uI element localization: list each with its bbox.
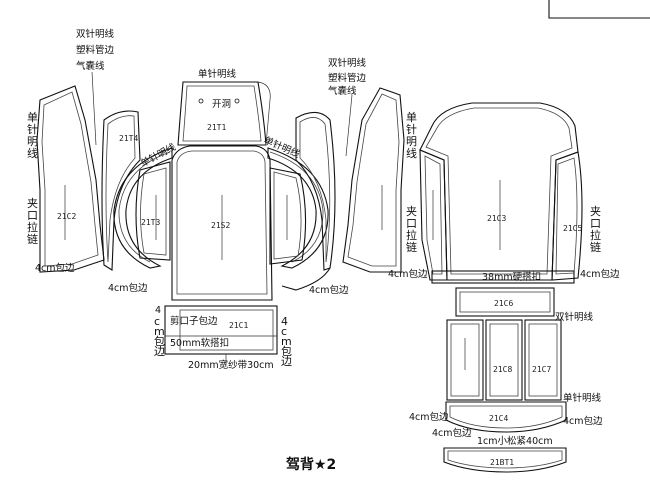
piece-21t1-outline [177, 81, 267, 146]
hard-velcro-strip [431, 270, 575, 284]
right-edge-binding-far: 4cm包边 [580, 268, 620, 280]
piece-right-tall-inner [347, 93, 400, 267]
piece-21t4-inner [105, 115, 136, 263]
elastic-label: 1cm小松紧40cm [477, 435, 553, 447]
piece-21c6-inner [459, 291, 551, 313]
piece-21c5-inner [555, 157, 578, 275]
piece-21c5-outline [551, 151, 583, 281]
right-single-stitch: 单针明线 [563, 392, 602, 404]
piece-21c4-code: 21C4 [489, 414, 508, 423]
left-arc-band-inner [118, 151, 171, 263]
piece-21c8-code: 21C8 [493, 365, 512, 374]
piece-21t3-inner [140, 167, 167, 256]
strap-label: 20mm宽纱带30cm [188, 359, 274, 371]
piece-21c4-inner [449, 405, 563, 429]
bottom-bind-bottom: 4cm包边 [432, 427, 472, 439]
right-label-airbag: 气囊线 [328, 85, 357, 97]
piece-right-curve-tail [281, 267, 331, 291]
piece-21c3-outline [419, 102, 579, 281]
pocket-left-number: 4 [155, 305, 161, 316]
right-zipper-vertical-far: 夹口拉链 [590, 205, 601, 254]
hole-marker-right [234, 98, 240, 104]
right-edge-binding: 4cm包边 [388, 268, 428, 280]
right-single-needle-vertical: 单针明线 [406, 111, 417, 160]
piece-21bt1-outline [443, 447, 567, 473]
piece-21t1-right-cut [257, 81, 271, 146]
bottom-bind-right: 4cm包边 [563, 415, 603, 427]
center-single-needle-top: 单针明线 [198, 68, 237, 80]
piece-21c7-inner [528, 323, 558, 397]
left-side-panel-inner [424, 155, 443, 275]
piece-21bt1-inner [447, 450, 563, 469]
left-zipper-vertical: 夹口拉链 [27, 197, 38, 246]
left-edge-binding-2: 4cm包边 [108, 282, 148, 294]
piece-21c6-outline [455, 287, 555, 317]
left-edge-binding: 4cm包边 [35, 262, 75, 274]
left-side-panel-outline [419, 149, 448, 281]
pocket-binding-label: 剪口子包边 [170, 315, 218, 327]
piece-21c3-code: 21C3 [487, 214, 506, 223]
piece-21c5-code: 21C5 [563, 224, 582, 233]
center-right-piece-inner [273, 171, 302, 260]
piece-21c2-code: 21C2 [57, 212, 76, 221]
piece-21c3-inner [425, 107, 573, 275]
top-right-frame [548, 0, 650, 19]
pocket-left-outline [446, 319, 484, 401]
leader-right-double [345, 94, 353, 157]
piece-21t1-code: 21T1 [207, 123, 226, 132]
piece-21c8-inner [489, 323, 519, 397]
piece-21c2-inner [41, 91, 99, 267]
right-double-stitch: 双针明线 [555, 311, 594, 323]
piece-21c7-outline [524, 319, 562, 401]
piece-21t4-code: 21T4 [119, 134, 138, 143]
bottom-bind-left: 4cm包边 [409, 411, 449, 423]
hole-marker-left [198, 98, 204, 104]
piece-21t4-outline [101, 110, 141, 271]
left-label-airbag: 气囊线 [76, 60, 105, 72]
center-hole: 开洞 [212, 99, 231, 110]
piece-21c8-outline [485, 319, 523, 401]
piece-21c1-outline [164, 305, 278, 355]
center-right-piece-outline [269, 167, 307, 265]
piece-21c1-code: 21C1 [229, 321, 248, 330]
right-arc-band-inner [269, 151, 324, 263]
pocket-left-inner [450, 323, 480, 397]
diagram-title: 驾背★2 [285, 456, 336, 473]
right-label-double-stitch: 双针明线 [328, 57, 367, 69]
piece-21s2-code: 21S2 [211, 221, 230, 230]
piece-right-tall-outline [342, 87, 405, 273]
leader-left-double [91, 71, 97, 146]
hard-velcro-label: 38mm硬搭扣 [482, 271, 541, 283]
piece-21c4-outline [445, 401, 567, 433]
piece-right-curve-inner [299, 117, 331, 263]
piece-21c7-code: 21C7 [532, 365, 551, 374]
right-arc-band-outer [267, 147, 329, 269]
left-arc-band-outer [113, 147, 173, 269]
center-right-edge-binding: 4cm包边 [309, 284, 349, 296]
piece-21c1-inner [179, 309, 274, 351]
left-label-double-stitch: 双针明线 [76, 28, 115, 40]
right-zipper-vertical: 夹口拉链 [406, 205, 417, 254]
piece-21t3-outline [135, 161, 171, 261]
piece-21bt1-code: 21BT1 [490, 458, 514, 467]
piece-21c6-code: 21C6 [494, 299, 513, 308]
piece-21s2-outline [171, 145, 273, 301]
piece-21t3-code: 21T3 [141, 218, 160, 227]
piece-21t1-inner [182, 85, 262, 142]
velcro-label: 50mm软搭扣 [170, 337, 229, 349]
left-single-needle-vertical: 单针明线 [27, 111, 38, 160]
piece-right-curve-outline [295, 111, 336, 271]
right-label-plastic-pipe: 塑料管边 [328, 72, 367, 84]
left-label-plastic-pipe: 塑料管边 [76, 44, 115, 56]
piece-21s2-inner [176, 150, 268, 295]
